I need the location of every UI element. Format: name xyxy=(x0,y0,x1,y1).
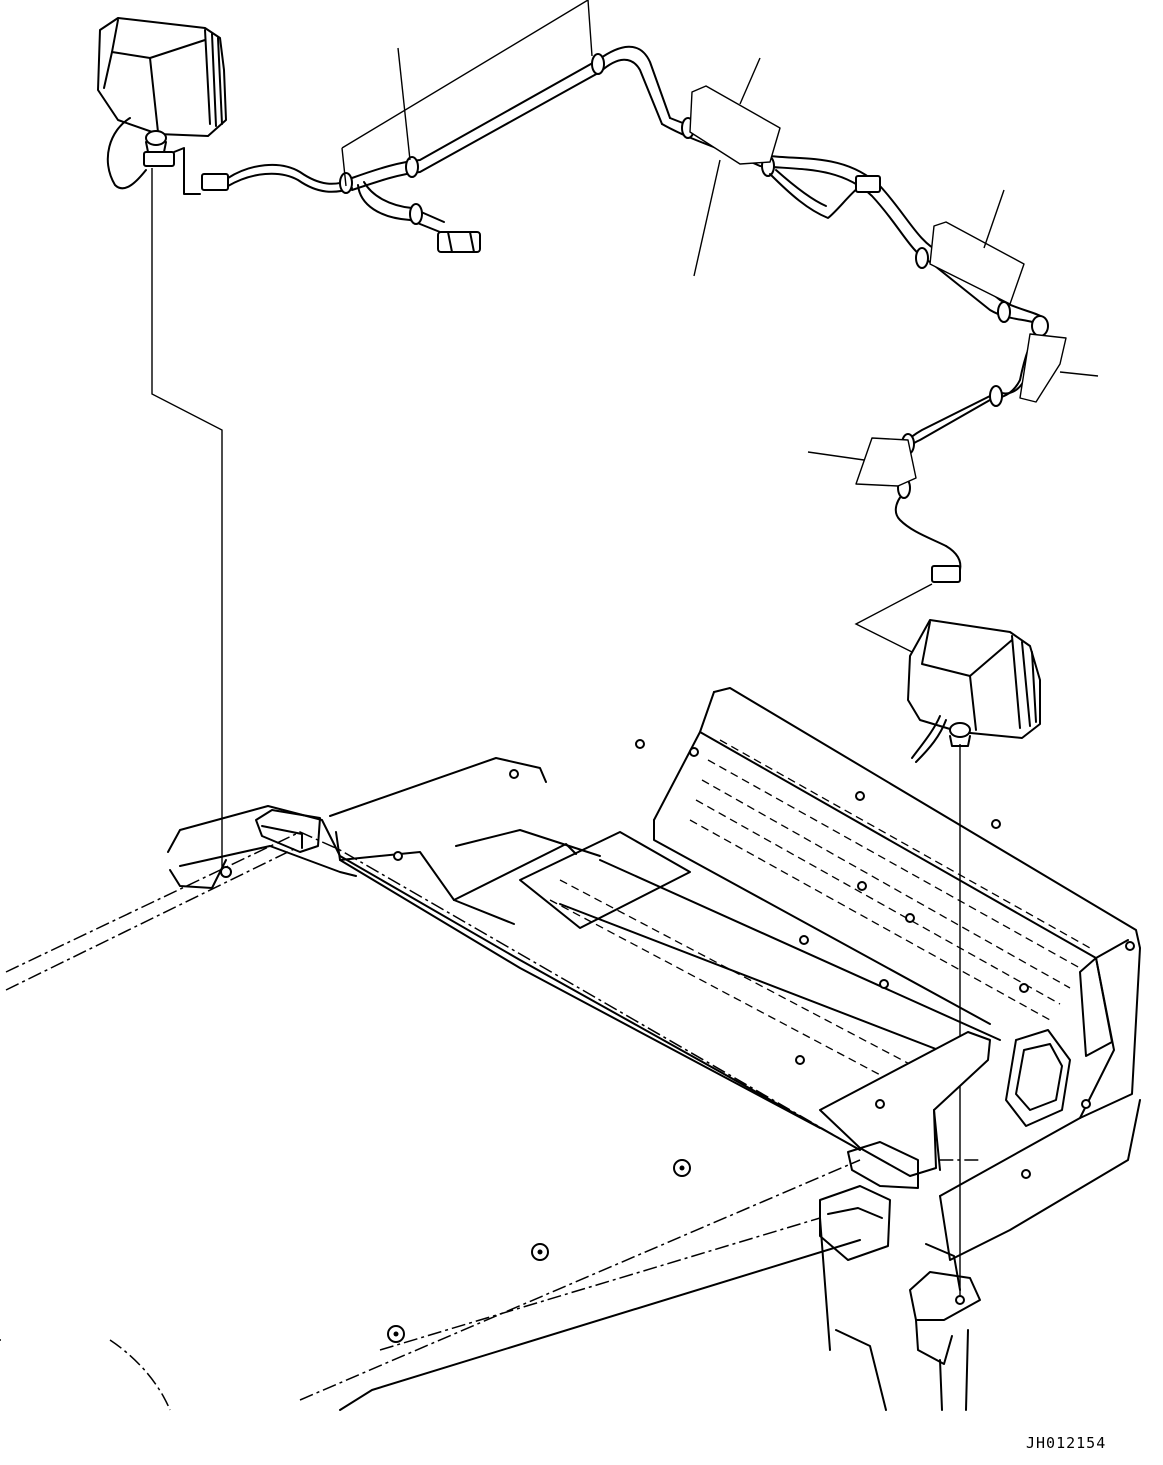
harness-connector-left[interactable] xyxy=(201,173,229,191)
drawing-code-label: JH012154 xyxy=(1026,1434,1107,1452)
harness-connector-right[interactable] xyxy=(931,565,961,583)
work-lamp-left[interactable] xyxy=(97,17,227,195)
work-lamp-right[interactable] xyxy=(907,619,1041,763)
wiring-harness[interactable] xyxy=(201,45,671,253)
cab-roof-frame xyxy=(0,687,1141,1411)
mounting-holes xyxy=(220,739,1135,1343)
wiring-harness-right[interactable] xyxy=(661,117,1049,583)
